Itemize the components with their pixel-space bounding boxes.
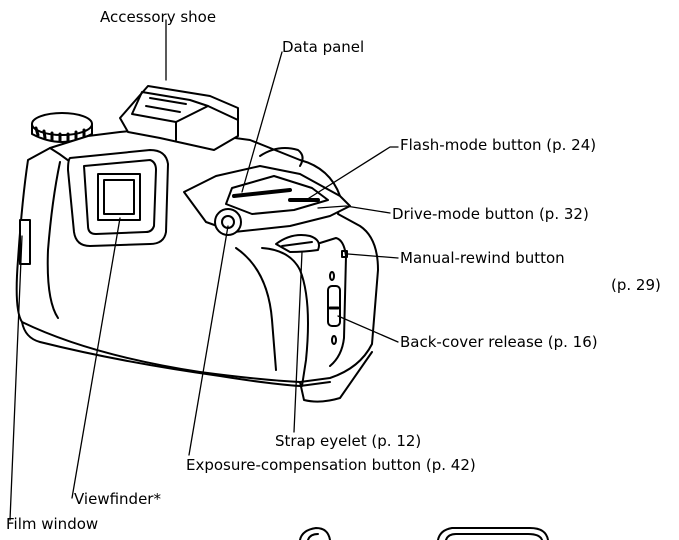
label-drive-mode-button: Drive-mode button (p. 32) [392,205,589,223]
accessory-shoe [119,85,239,151]
mode-dial [31,112,93,143]
leader-back-cover [337,315,399,343]
manual-rewind-button-shape [341,250,348,258]
label-manual-rewind-page: (p. 29) [611,276,661,294]
leader-lines [9,19,399,521]
label-film-window: Film window [6,515,99,533]
label-viewfinder: Viewfinder* [74,490,161,508]
leader-exposure-comp [188,225,229,456]
label-data-panel: Data panel [282,38,365,56]
exposure-compensation-button-shape [214,208,242,236]
label-accessory-shoe: Accessory shoe [100,8,217,26]
strap-eyelet-shape [275,234,320,253]
film-window-shape [19,219,31,265]
label-exposure-compensation-button: Exposure-compensation button (p. 42) [186,456,476,474]
label-flash-mode-button: Flash-mode button (p. 24) [400,136,597,154]
label-back-cover-release: Back-cover release (p. 16) [400,333,598,351]
leader-strap-eyelet [293,251,303,433]
leader-data-panel [241,51,283,193]
bottom-partial-shapes [299,527,549,540]
viewfinder-eyecup [67,149,169,247]
leader-flash-mode [305,146,399,201]
back-cover-release-shape [327,271,341,345]
leader-manual-rewind [347,253,399,259]
label-strap-eyelet: Strap eyelet (p. 12) [275,432,422,450]
leader-viewfinder [71,217,121,499]
leader-drive-mode [317,205,391,214]
label-manual-rewind-button: Manual-rewind button [400,249,565,267]
leader-film-window [9,235,23,521]
